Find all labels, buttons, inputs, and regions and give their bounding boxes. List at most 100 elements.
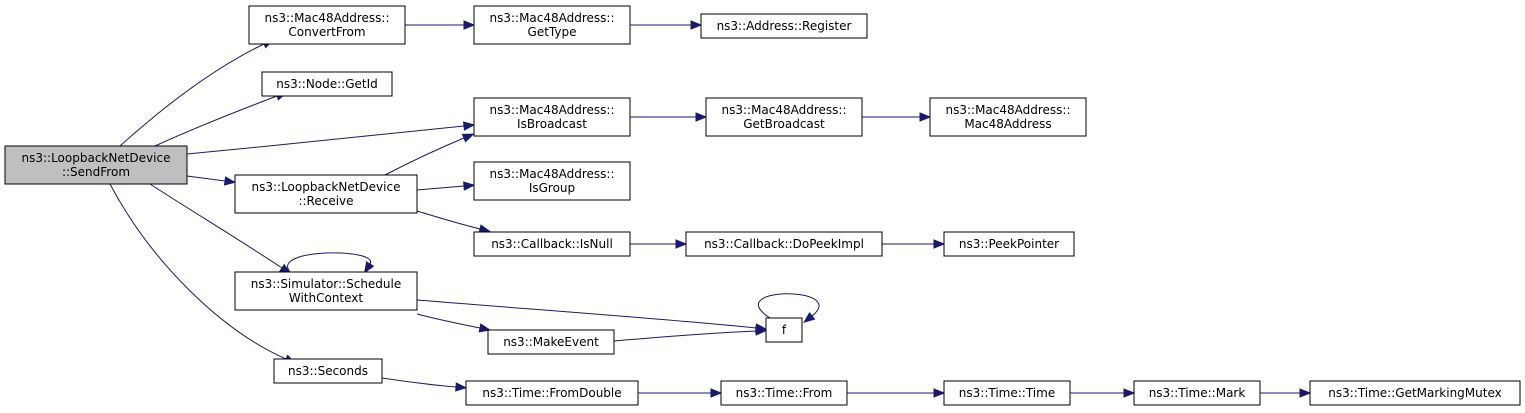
node-box: [943, 380, 1071, 406]
node-isbroadcast[interactable]: ns3::Mac48Address::IsBroadcast: [473, 97, 631, 137]
edge-schedule-to-schedule: [287, 252, 375, 274]
node-label: ns3::MakeEvent: [503, 335, 599, 349]
node-label: ns3::Time::GetMarkingMutex: [1328, 386, 1502, 400]
node-label: ns3::Time::FromDouble: [482, 386, 621, 400]
node-box: [943, 231, 1075, 257]
node-peekpointer[interactable]: ns3::PeekPointer: [943, 231, 1075, 257]
edge-convertfrom-to-gettype: [405, 20, 476, 30]
edge-line: [149, 183, 283, 269]
edge-arrowhead: [463, 181, 476, 191]
node-box: [234, 174, 418, 214]
edge-makeevent-to-f: [613, 326, 768, 342]
edge-arrowhead: [919, 112, 932, 122]
edge-sendfrom-to-convertfrom: [119, 39, 275, 147]
node-label: ns3::Time::Mark: [1149, 386, 1246, 400]
nodes-layer: ns3::LoopbackNetDevice::SendFromns3::Mac…: [4, 5, 1521, 406]
edge-line: [186, 175, 226, 182]
edge-isbroadcast-to-getbroadcast: [630, 112, 708, 122]
node-label: ns3::LoopbackNetDevice: [252, 180, 401, 194]
node-box: [473, 231, 631, 257]
node-box: [1309, 380, 1521, 406]
node-gettype[interactable]: ns3::Mac48Address::GetType: [473, 5, 631, 45]
node-box: [473, 161, 631, 201]
node-label: IsBroadcast: [517, 117, 587, 131]
node-label: WithContext: [289, 291, 364, 305]
node-fromdouble[interactable]: ns3::Time::FromDouble: [465, 380, 639, 406]
node-label: ns3::Node::GetId: [276, 77, 378, 91]
node-box: [4, 145, 188, 185]
node-time[interactable]: ns3::Time::Time: [943, 380, 1071, 406]
node-box: [685, 231, 883, 257]
node-label: GetBroadcast: [743, 117, 825, 131]
node-label: ns3::Mac48Address::: [489, 103, 614, 117]
node-label: ns3::Simulator::Schedule: [251, 277, 402, 291]
node-label: ns3::Callback::DoPeekImpl: [704, 237, 864, 251]
node-register[interactable]: ns3::Address::Register: [700, 13, 868, 39]
node-label: IsGroup: [529, 181, 575, 195]
edge-fromdouble-to-from: [638, 388, 723, 398]
node-convertfrom[interactable]: ns3::Mac48Address::ConvertFrom: [248, 5, 406, 45]
node-box: [473, 5, 631, 45]
node-label: ns3::Address::Register: [717, 19, 852, 33]
edge-line: [613, 330, 757, 342]
edge-sendfrom-to-isbroadcast: [186, 121, 476, 155]
node-box: [705, 97, 863, 137]
edge-receive-to-isbroadcast: [384, 133, 475, 176]
edge-from-to-time: [847, 388, 946, 398]
node-makeevent[interactable]: ns3::MakeEvent: [487, 329, 615, 355]
edge-time-to-mark: [1070, 388, 1136, 398]
node-box: [700, 13, 868, 39]
node-from[interactable]: ns3::Time::From: [720, 380, 848, 406]
edge-f-to-f: [758, 293, 820, 324]
edge-arrowhead: [455, 382, 468, 392]
node-getid[interactable]: ns3::Node::GetId: [261, 71, 393, 97]
node-isgroup[interactable]: ns3::Mac48Address::IsGroup: [473, 161, 631, 201]
node-label: ns3::Time::Time: [959, 386, 1055, 400]
node-mark[interactable]: ns3::Time::Mark: [1133, 380, 1261, 406]
node-box: [720, 380, 848, 406]
node-label: ns3::PeekPointer: [959, 237, 1059, 251]
edge-line: [381, 377, 457, 388]
edge-receive-to-isnull: [416, 210, 492, 234]
edge-arrowhead: [1299, 388, 1312, 398]
edge-line: [119, 43, 265, 147]
edge-line: [186, 125, 465, 155]
node-box: [261, 71, 393, 97]
node-isnull[interactable]: ns3::Callback::IsNull: [473, 231, 631, 257]
edge-line: [416, 185, 465, 191]
node-getmarkingmutex[interactable]: ns3::Time::GetMarkingMutex: [1309, 380, 1521, 406]
node-label: ns3::Mac48Address::: [489, 167, 614, 181]
node-box: [1133, 380, 1261, 406]
node-label: ns3::Time::From: [736, 386, 833, 400]
node-label: ::SendFrom: [62, 165, 130, 179]
edge-line: [154, 95, 278, 147]
node-box: [465, 380, 639, 406]
edge-arrowhead: [462, 121, 476, 131]
node-box: [765, 317, 803, 343]
edge-line: [416, 210, 481, 230]
edge-receive-to-isgroup: [416, 181, 476, 191]
edge-arrowhead: [363, 261, 375, 274]
node-label: ns3::Seconds: [288, 364, 368, 378]
edge-arrowhead: [710, 388, 723, 398]
node-label: GetType: [528, 25, 577, 39]
node-dopeekimpl[interactable]: ns3::Callback::DoPeekImpl: [685, 231, 883, 257]
edge-arrowhead: [1123, 388, 1136, 398]
edge-arrowhead: [755, 326, 768, 336]
node-getbroadcast[interactable]: ns3::Mac48Address::GetBroadcast: [705, 97, 863, 137]
node-label: ns3::Callback::IsNull: [491, 237, 613, 251]
edge-gettype-to-register: [630, 20, 703, 30]
edge-line: [416, 299, 757, 329]
edge-arrowhead: [933, 239, 946, 249]
node-box: [929, 97, 1087, 137]
edge-getbroadcast-to-mac48address: [862, 112, 932, 122]
node-seconds[interactable]: ns3::Seconds: [273, 358, 383, 384]
node-sendfrom[interactable]: ns3::LoopbackNetDevice::SendFrom: [4, 145, 188, 185]
edge-line: [416, 313, 481, 329]
node-f[interactable]: f: [765, 317, 803, 343]
node-mac48address[interactable]: ns3::Mac48Address::Mac48Address: [929, 97, 1087, 137]
node-receive[interactable]: ns3::LoopbackNetDevice::Receive: [234, 174, 418, 214]
edge-line: [109, 183, 287, 360]
